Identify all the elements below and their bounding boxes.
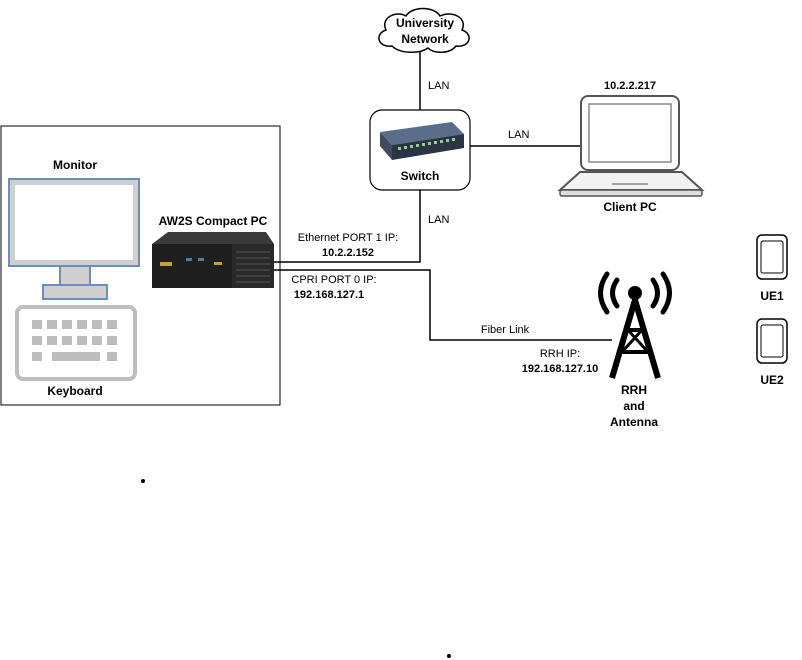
stray-dot — [447, 654, 451, 658]
ue1-node: UE1 — [756, 234, 788, 303]
stray-dot — [141, 479, 145, 483]
connections — [274, 52, 612, 341]
client-ip-label: 10.2.2.217 — [604, 80, 656, 92]
switch-icon — [380, 122, 464, 160]
monitor-icon — [8, 178, 140, 300]
lan-label-switch-client: LAN — [508, 129, 529, 141]
ue2-label: UE2 — [760, 373, 784, 387]
rrh-ip: 192.168.127.10 — [522, 363, 598, 375]
client-pc-label: Client PC — [603, 200, 657, 214]
lan-label-switch-pc: LAN — [428, 214, 449, 226]
monitor-node: Monitor — [8, 158, 140, 300]
fiber-line — [274, 269, 612, 341]
cloud-label-line1: University — [396, 16, 454, 30]
keyboard-icon — [15, 305, 137, 381]
university-network-cloud: University Network — [378, 7, 470, 53]
monitor-label: Monitor — [53, 158, 97, 172]
local-station-box — [0, 125, 281, 406]
rrh-node: RRH IP: 192.168.127.10 RRH and Antenna — [522, 271, 672, 429]
switch-label: Switch — [401, 169, 440, 183]
rrh-label-line2: and — [623, 399, 644, 413]
keyboard-label: Keyboard — [47, 384, 102, 398]
phone-icon — [756, 318, 788, 364]
eth-port-ip: 10.2.2.152 — [322, 247, 374, 259]
rrh-label-line3: Antenna — [610, 415, 658, 429]
switch-node: Switch — [369, 109, 471, 191]
ue2-node: UE2 — [756, 318, 788, 387]
lan-label-cloud-switch: LAN — [428, 80, 449, 92]
cpri-port-label: CPRI PORT 0 IP: — [291, 274, 376, 286]
keyboard-node: Keyboard — [15, 305, 137, 398]
compact-pc-node: AW2S Compact PC Ethernet PORT 1 IP: 10.2… — [152, 214, 398, 301]
compact-pc-label: AW2S Compact PC — [159, 214, 268, 228]
cpri-port-ip: 192.168.127.1 — [294, 289, 364, 301]
rrh-label-line1: RRH — [621, 383, 647, 397]
switch-pc-line — [274, 190, 421, 263]
cloud-icon — [378, 7, 470, 53]
phone-icon — [756, 234, 788, 280]
cloud-label-line2: Network — [401, 32, 449, 46]
fiber-link-label: Fiber Link — [481, 324, 530, 336]
laptop-icon — [557, 95, 705, 197]
compact-pc-icon — [152, 232, 274, 288]
ue1-label: UE1 — [760, 289, 784, 303]
client-pc-node: 10.2.2.217 Client PC — [557, 80, 705, 214]
rrh-ip-label: RRH IP: — [540, 348, 580, 360]
eth-port-label: Ethernet PORT 1 IP: — [298, 232, 398, 244]
antenna-tower-icon — [598, 271, 672, 379]
